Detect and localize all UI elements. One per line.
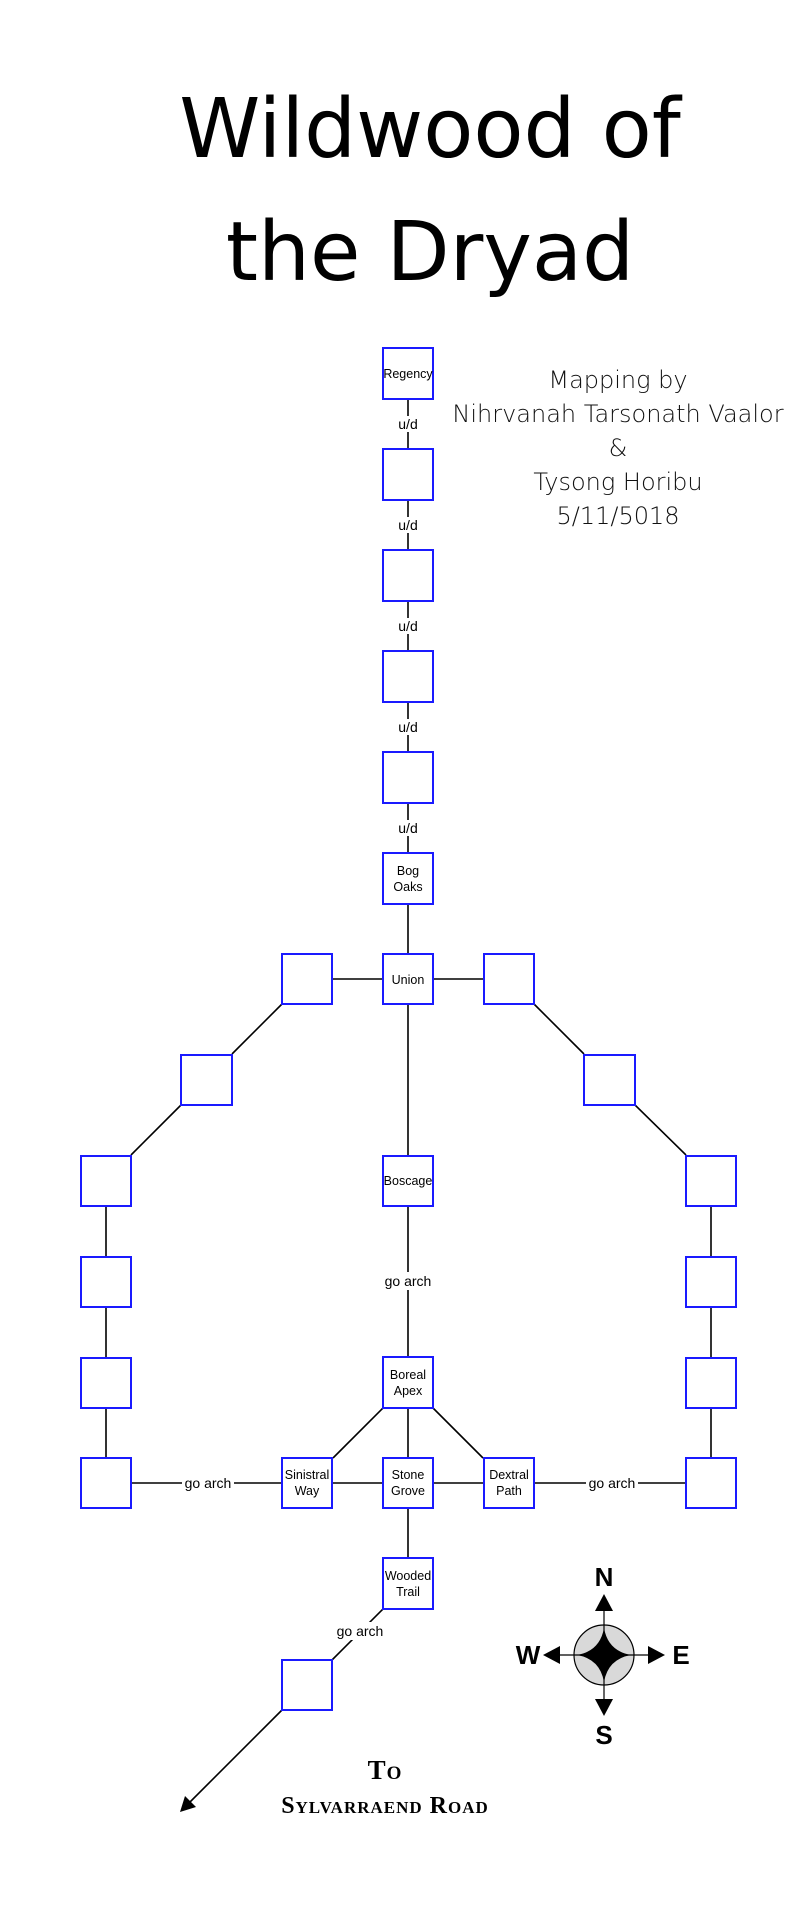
south-arrow-icon [595, 1699, 613, 1716]
room-empty [281, 953, 333, 1005]
room-label: Sinistral [285, 1468, 329, 1482]
connection-line [634, 1104, 687, 1156]
connection-line [533, 1003, 585, 1055]
room-empty [80, 1155, 132, 1207]
exit-label-line1: To [368, 1755, 403, 1785]
rooms: Regency Bog Oaks Union Boscage Boreal Ap… [80, 347, 737, 1711]
credits: Mapping by Nihrvanah Tarsonath Vaalor & … [452, 366, 783, 530]
go-arch-label: go arch [589, 1475, 636, 1491]
room-dextral-path [483, 1457, 535, 1509]
room-sinistral-way [281, 1457, 333, 1509]
room-label: Boreal [390, 1368, 426, 1382]
credits-line: Tysong Horibu [533, 468, 702, 496]
map-title-line1: Wildwood of [179, 82, 683, 177]
north-arrow-icon [595, 1594, 613, 1611]
room-bog-oaks [382, 852, 434, 905]
room-empty [80, 1256, 132, 1308]
room-empty [80, 1457, 132, 1509]
room-label: Way [295, 1484, 320, 1498]
room-label: Oaks [393, 880, 422, 894]
room-regency [382, 347, 434, 400]
room-label: Trail [396, 1585, 420, 1599]
room-empty [382, 549, 434, 602]
updown-label: u/d [398, 618, 417, 634]
compass-star-icon [577, 1628, 631, 1682]
compass-north: N [595, 1562, 614, 1592]
room-stone-grove [382, 1457, 434, 1509]
room-boscage [382, 1155, 434, 1207]
exit-arrow-head [180, 1796, 196, 1812]
compass-west: W [516, 1640, 541, 1670]
room-empty [382, 448, 434, 501]
room-label: Union [392, 973, 425, 987]
room-empty [483, 953, 535, 1005]
connection-labels: u/d u/d u/d u/d u/d go arch go arch go a… [182, 416, 638, 1640]
go-arch-label: go arch [385, 1273, 432, 1289]
updown-label: u/d [398, 820, 417, 836]
room-empty [685, 1357, 737, 1409]
connections [105, 399, 712, 1812]
room-label: Dextral [489, 1468, 529, 1482]
updown-label: u/d [398, 517, 417, 533]
room-empty [180, 1054, 233, 1106]
room-label: Wooded [385, 1569, 431, 1583]
room-union [382, 953, 434, 1005]
connection-line [332, 1407, 384, 1459]
room-empty [281, 1659, 333, 1711]
room-empty [685, 1155, 737, 1207]
room-empty [685, 1457, 737, 1509]
credits-line: Nihrvanah Tarsonath Vaalor [452, 400, 783, 428]
exit-label: To Sylvarraend Road [281, 1755, 489, 1819]
exit-arrow-line [185, 1709, 283, 1807]
updown-label: u/d [398, 416, 417, 432]
go-arch-label: go arch [185, 1475, 232, 1491]
room-empty [583, 1054, 636, 1106]
go-arch-label: go arch [337, 1623, 384, 1639]
room-empty [80, 1357, 132, 1409]
room-label: Bog [397, 864, 419, 878]
room-wooded-trail [382, 1557, 434, 1610]
credits-line: Mapping by [548, 366, 687, 394]
exit-label-line2: Sylvarraend Road [281, 1793, 489, 1819]
connection-line [432, 1407, 484, 1459]
connection-line [130, 1104, 182, 1156]
room-empty [382, 650, 434, 703]
west-arrow-icon [543, 1646, 560, 1664]
room-boreal-apex [382, 1356, 434, 1409]
credits-line: & [609, 434, 628, 462]
credits-line: 5/11/5018 [556, 502, 679, 530]
room-label: Boscage [384, 1174, 433, 1188]
compass-south: S [595, 1720, 612, 1750]
compass-east: E [672, 1640, 689, 1670]
room-label: Regency [383, 367, 433, 381]
map-title-line2: the Dryad [226, 205, 634, 300]
room-empty [382, 751, 434, 804]
updown-label: u/d [398, 719, 417, 735]
east-arrow-icon [648, 1646, 665, 1664]
connection-line [231, 1003, 283, 1055]
room-label: Apex [394, 1384, 423, 1398]
room-label: Path [496, 1484, 522, 1498]
room-label: Grove [391, 1484, 425, 1498]
room-label: Stone [392, 1468, 425, 1482]
room-empty [685, 1256, 737, 1308]
compass-rose: N S E W [516, 1562, 690, 1750]
